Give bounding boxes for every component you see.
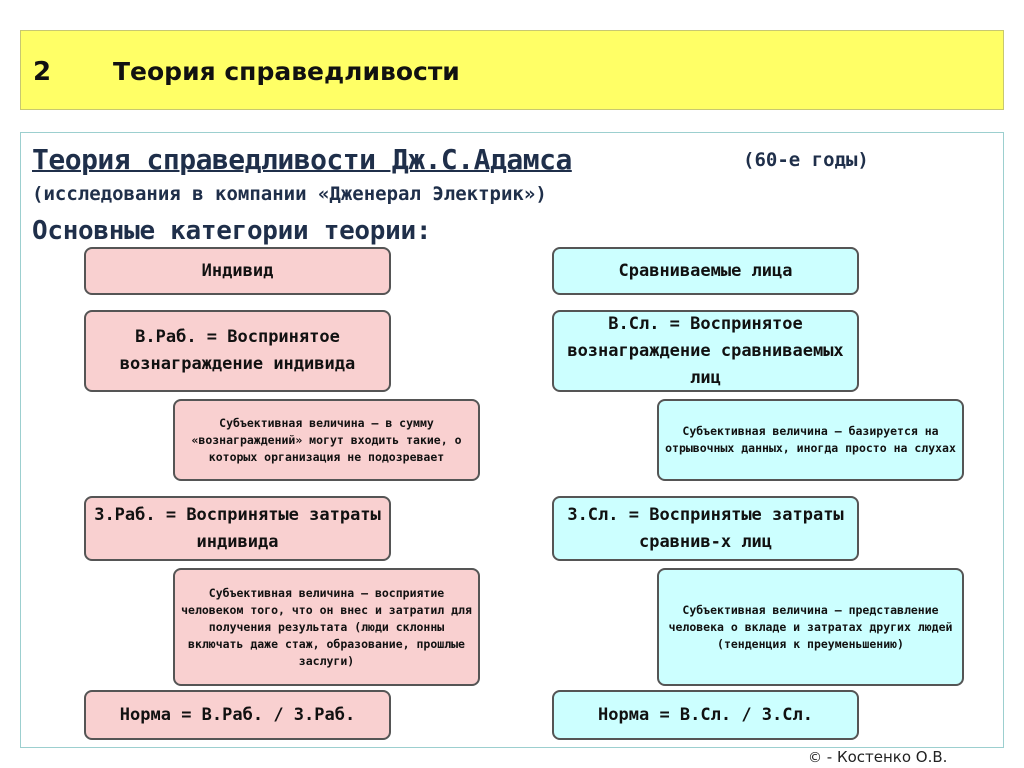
individual-reward-box: В.Раб. = Воспринятое вознаграждение инди… bbox=[84, 310, 391, 392]
individual-reward-note: Субъективная величина – в сумму «вознагр… bbox=[173, 399, 480, 481]
copyright-icon: © bbox=[808, 750, 822, 766]
copyright-footer: © - Костенко О.В. bbox=[808, 748, 947, 766]
categories-heading: Основные категории теории: bbox=[32, 216, 432, 246]
individual-box: Индивид bbox=[84, 247, 391, 295]
slide-header: 2 Теория справедливости bbox=[20, 30, 1004, 110]
individual-costs-note: Субъективная величина – восприятие челов… bbox=[173, 568, 480, 686]
compared-costs-box: З.Сл. = Воспринятые затраты сравнив-х ли… bbox=[552, 496, 859, 561]
individual-norm-box: Норма = В.Раб. / З.Раб. bbox=[84, 690, 391, 740]
compared-reward-note: Субъективная величина – базируется на от… bbox=[657, 399, 964, 481]
theory-years: (60-е годы) bbox=[743, 149, 869, 171]
slide-number: 2 bbox=[33, 57, 52, 87]
theory-research-note: (исследования в компании «Дженерал Элект… bbox=[32, 183, 547, 205]
slide-title: Теория справедливости bbox=[113, 57, 460, 86]
compared-norm-box: Норма = В.Сл. / З.Сл. bbox=[552, 690, 859, 740]
individual-costs-box: З.Раб. = Воспринятые затраты индивида bbox=[84, 496, 391, 561]
compared-costs-note: Субъективная величина – представление че… bbox=[657, 568, 964, 686]
compared-reward-box: В.Сл. = Воспринятое вознаграждение сравн… bbox=[552, 310, 859, 392]
compared-persons-box: Сравниваемые лица bbox=[552, 247, 859, 295]
author-name: - Костенко О.В. bbox=[822, 748, 948, 766]
theory-heading: Теория справедливости Дж.С.Адамса bbox=[32, 143, 572, 176]
